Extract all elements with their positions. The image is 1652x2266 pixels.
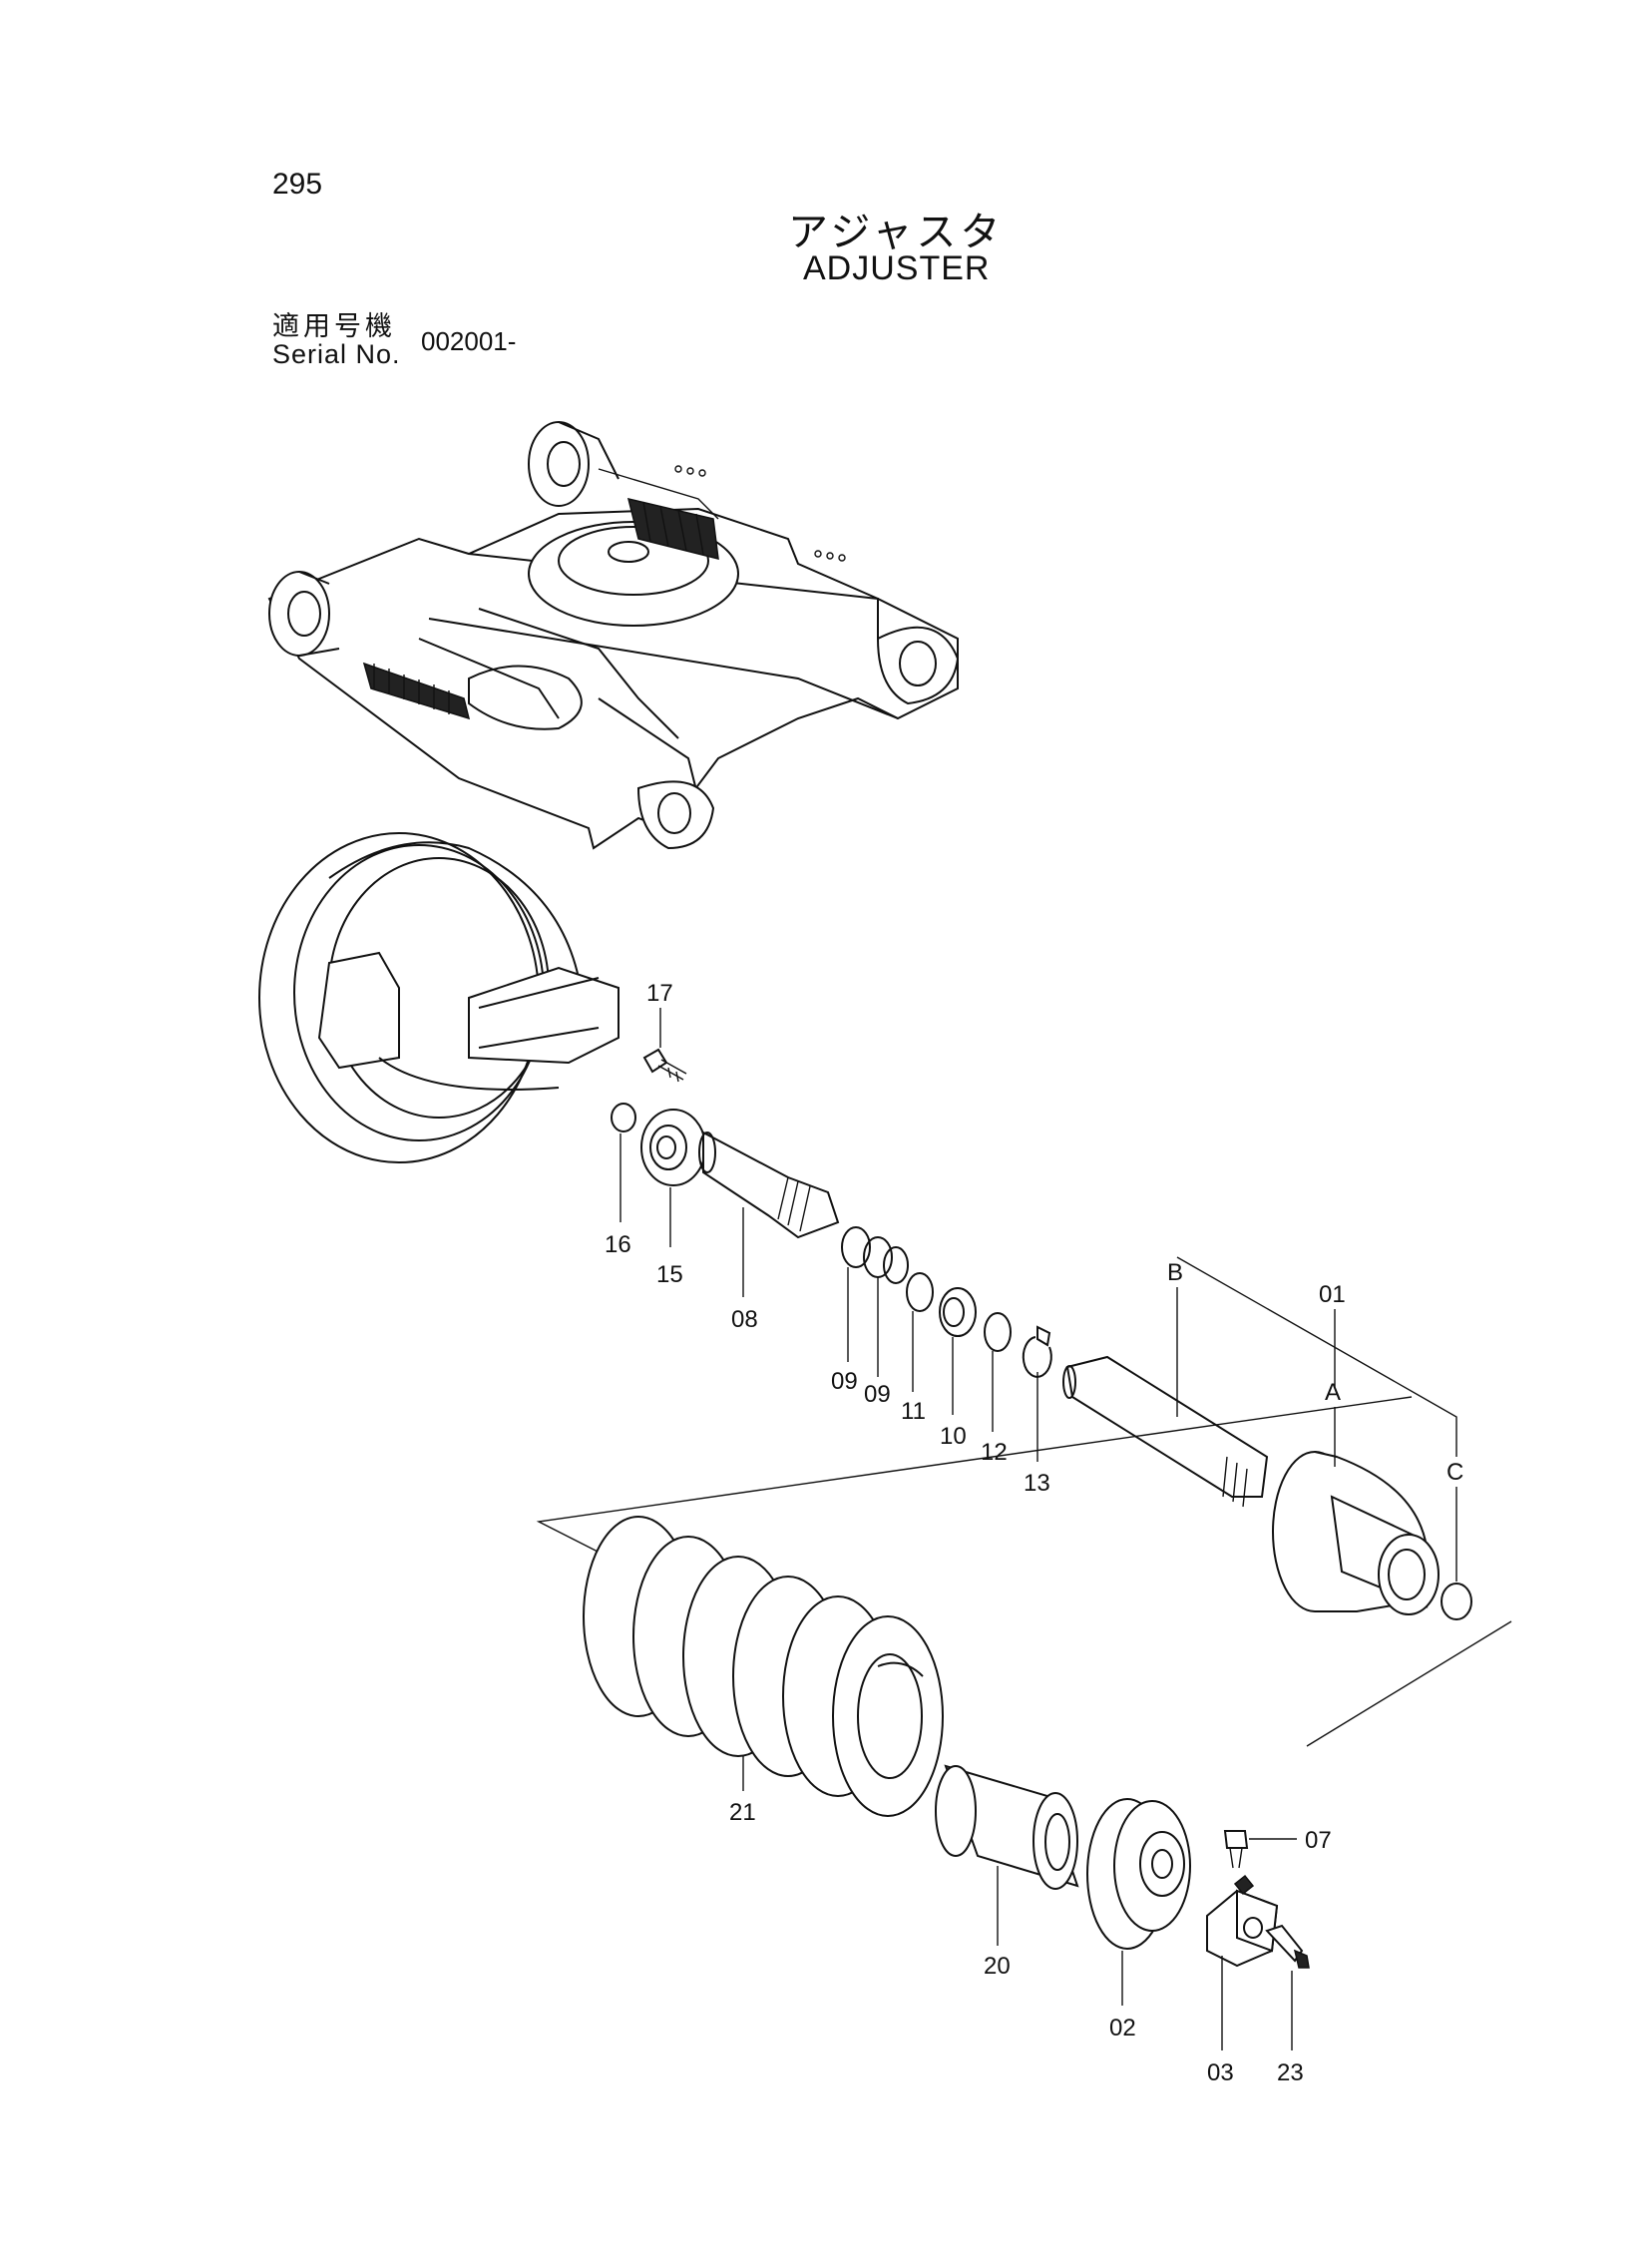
callout-23: 23 xyxy=(1277,2059,1304,2086)
callout-17: 17 xyxy=(646,980,673,1007)
callout-09-a: 09 xyxy=(831,1368,858,1395)
part-12-ring xyxy=(984,1312,1012,1352)
callout-21: 21 xyxy=(729,1799,756,1826)
page-number: 295 xyxy=(272,168,323,201)
part-23-grease-nipple xyxy=(1265,1924,1310,2050)
callout-11: 11 xyxy=(901,1398,926,1425)
part-15-flange xyxy=(640,1109,706,1247)
part-16-o-ring xyxy=(611,1103,636,1133)
assembly-bracket-01 xyxy=(1176,1256,1457,1457)
part-17-bolt xyxy=(642,1008,687,1083)
part-21-coil-spring xyxy=(583,1516,944,1817)
callout-10: 10 xyxy=(940,1423,967,1450)
part-07-fitting xyxy=(1223,1830,1297,1869)
part-c-o-ring xyxy=(1441,1583,1472,1620)
serial-number-value: 002001- xyxy=(421,326,517,356)
callout-20: 20 xyxy=(984,1953,1011,1980)
callout-01: 01 xyxy=(1319,1281,1346,1308)
callout-b: B xyxy=(1167,1259,1183,1286)
callout-02: 02 xyxy=(1109,2015,1136,2041)
part-cylinder-rod xyxy=(1062,1287,1269,1508)
callout-13: 13 xyxy=(1024,1470,1050,1497)
callout-07: 07 xyxy=(1305,1827,1332,1854)
part-20-spacer xyxy=(935,1764,1079,1946)
undercarriage-frame-illustration xyxy=(267,421,960,850)
callout-03: 03 xyxy=(1207,2059,1234,2086)
callout-16: 16 xyxy=(605,1231,631,1258)
callout-c: C xyxy=(1446,1459,1463,1486)
callout-12: 12 xyxy=(981,1439,1008,1466)
title-english: ADJUSTER xyxy=(803,249,991,287)
part-09-rings xyxy=(841,1226,909,1377)
part-02-bracket xyxy=(1086,1798,1191,2006)
frame-spring-left xyxy=(362,662,471,720)
part-08-rod xyxy=(698,1131,840,1297)
part-03-block xyxy=(1206,1874,1279,2050)
part-a-cylinder xyxy=(1272,1407,1440,1615)
callout-09-b: 09 xyxy=(864,1381,891,1408)
callout-labels: 17 16 15 08 09 09 11 10 12 13 B 01 A C 2… xyxy=(605,980,1463,2086)
part-11-ring xyxy=(906,1272,934,1312)
part-13-snap-ring xyxy=(1022,1325,1052,1462)
serial-label-english: Serial No. xyxy=(272,339,401,369)
assembly-bracket-spring-bottom xyxy=(1306,1620,1512,1747)
callout-15: 15 xyxy=(656,1261,683,1288)
title-japanese: アジャスタ xyxy=(788,210,1005,255)
serial-label-japanese: 適用号機 xyxy=(272,311,396,342)
assembly-bracket-spring-top xyxy=(536,1396,1413,1556)
part-10-seal xyxy=(939,1287,977,1415)
callout-08: 08 xyxy=(731,1306,758,1333)
idler-wheel-illustration xyxy=(258,832,620,1163)
callout-a: A xyxy=(1325,1379,1341,1406)
frame-spring-top xyxy=(626,497,719,560)
